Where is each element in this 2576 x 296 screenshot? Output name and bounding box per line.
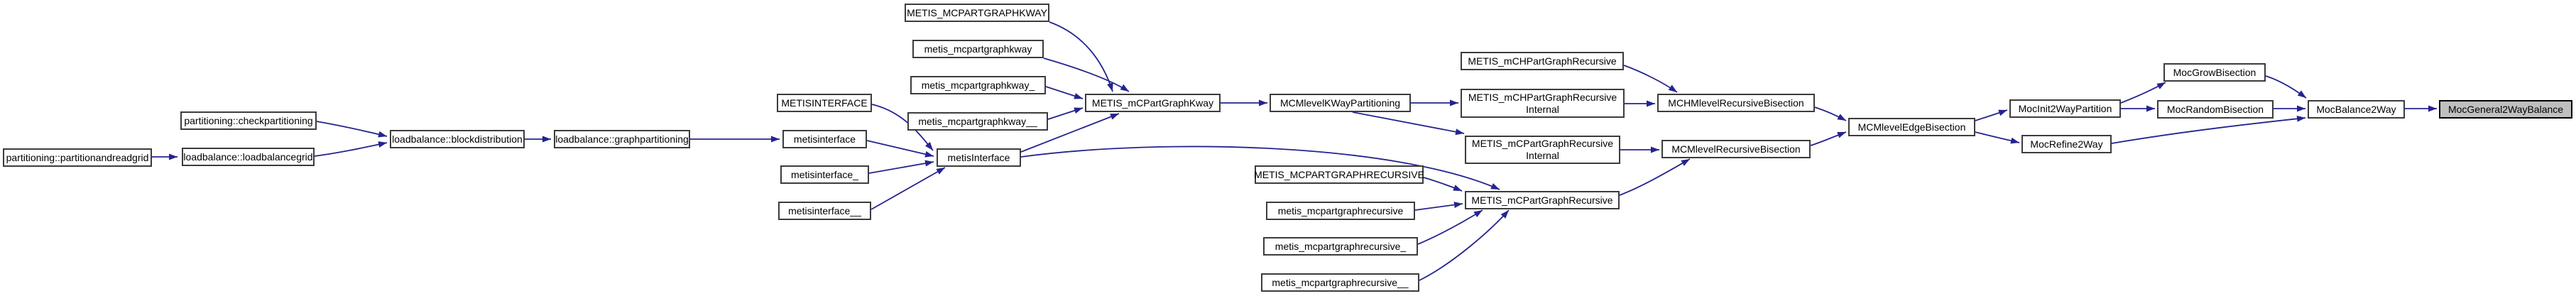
node-checkpartitioning[interactable]: partitioning::checkpartitioning: [180, 111, 317, 130]
edge-metisinterface-u1-to-metisinterface-camel: [868, 160, 934, 174]
node-metis-mcpartgraphrecursive-caps[interactable]: METIS_MCPARTGRAPHRECURSIVE: [1254, 165, 1424, 184]
node-metis-mcpartgraphkway-caps[interactable]: METIS_MCPARTGRAPHKWAY: [905, 4, 1049, 22]
node-graphpartitioning[interactable]: loadbalance::graphpartitioning: [554, 130, 690, 148]
node-mocinit2waypartition[interactable]: MocInit2WayPartition: [2009, 99, 2121, 118]
edge-loadbalancegrid-to-blockdistribution: [314, 141, 388, 157]
edge-metis-mcpartgraphkway-u2-to-metis-mcpartgraphkway-fn: [1047, 107, 1084, 120]
node-metis-mcpartgraphkway-fn[interactable]: METIS_mCPartGraphKway: [1085, 94, 1221, 112]
node-metisinterface-camel[interactable]: metisInterface: [937, 148, 1021, 167]
node-mocbalance2way[interactable]: MocBalance2Way: [2308, 100, 2405, 119]
node-mcmlevelkwaypartitioning[interactable]: MCMlevelKWayPartitioning: [1270, 94, 1411, 112]
node-loadbalancegrid[interactable]: loadbalance::loadbalancegrid: [182, 148, 315, 166]
edge-mocinit2waypartition-to-mocgrowbisection: [2120, 82, 2166, 104]
node-metis-mcpartgraphrecursive-u1[interactable]: metis_mcpartgraphrecursive_: [1263, 237, 1418, 256]
edge-metis-mcpartgraphrecursive-fn-to-mcmlevelrecursivebisection: [1619, 158, 1691, 196]
node-metis-mchpartgraphrecursive-internal[interactable]: METIS_mCHPartGraphRecursive Internal: [1461, 89, 1625, 118]
edge-metis-mcpartgraphkway-u1-to-metis-mcpartgraphkway-fn: [1045, 86, 1084, 99]
node-metis-mcpartgraphrecursive-u2[interactable]: metis_mcpartgraphrecursive__: [1261, 273, 1419, 292]
edge-mcmleveledgebisection-to-mocrefine2way: [1975, 131, 2020, 144]
edge-metis-mcpartgraphrecursive-u1-to-metis-mcpartgraphrecursive-fn: [1417, 209, 1483, 245]
node-mocrefine2way[interactable]: MocRefine2Way: [2021, 135, 2112, 153]
node-metis-mcpartgraphrecursive-internal[interactable]: METIS_mCPartGraphRecursive Internal: [1465, 136, 1620, 164]
edge-metis-mcpartgraphrecursive-caps-to-metis-mcpartgraphrecursive-fn: [1423, 177, 1463, 192]
node-mcmleveledgebisection[interactable]: MCMlevelEdgeBisection: [1848, 118, 1975, 136]
node-metis-mcpartgraphrecursive[interactable]: metis_mcpartgraphrecursive: [1266, 202, 1415, 220]
node-blockdistribution[interactable]: loadbalance::blockdistribution: [390, 130, 525, 148]
edge-metisinterface-u2-to-metisinterface-camel: [871, 167, 946, 210]
edge-metisinterface-camel-to-metis-mcpartgraphrecursive-fn: [1020, 146, 1500, 190]
edge-metis-mchpartgraphrecursive-to-mchmlevelrecursivebisection: [1623, 65, 1678, 93]
edge-metis-mcpartgraphrecursive-to-metis-mcpartgraphrecursive-fn: [1414, 202, 1463, 211]
node-metis-mcpartgraphkway-u1[interactable]: metis_mcpartgraphkway_: [910, 76, 1046, 94]
edge-mcmleveledgebisection-to-mocinit2waypartition: [1975, 109, 2008, 121]
node-metisinterface-caps[interactable]: METISINTERFACE: [777, 94, 872, 112]
node-mocrandombisection[interactable]: MocRandomBisection: [2157, 100, 2274, 119]
edge-mocgrowbisection-to-mocbalance2way: [2265, 75, 2307, 99]
edge-metis-mcpartgraphrecursive-u2-to-metis-mcpartgraphrecursive-fn: [1419, 209, 1510, 281]
edge-mchmlevelrecursivebisection-to-mcmleveledgebisection: [1814, 106, 1847, 121]
node-partitionandreadgrid[interactable]: partitioning::partitionandreadgrid: [3, 148, 152, 167]
edge-mocrefine2way-to-mocbalance2way: [2111, 115, 2306, 144]
node-metisinterface-lower[interactable]: metisinterface: [782, 130, 867, 148]
edge-mcmlevelrecursivebisection-to-mcmleveledgebisection: [1810, 131, 1847, 146]
edge-metisinterface-lower-to-metisinterface-camel: [866, 140, 934, 158]
edge-metis-mcpartgraphkway-caps-to-metis-mcpartgraphkway-fn: [1049, 21, 1113, 92]
edge-metisinterface-camel-to-metis-mcpartgraphkway-fn: [1020, 113, 1120, 153]
edge-group: [152, 21, 2437, 281]
node-mocgrowbisection[interactable]: MocGrowBisection: [2163, 63, 2266, 82]
node-mocgeneral2waybalance: MocGeneral2WayBalance: [2439, 100, 2572, 119]
node-metisinterface-u1[interactable]: metisinterface_: [780, 165, 869, 184]
node-metis-mcpartgraphkway[interactable]: metis_mcpartgraphkway: [912, 40, 1044, 58]
edge-checkpartitioning-to-blockdistribution: [316, 121, 388, 138]
node-metis-mchpartgraphrecursive[interactable]: METIS_mCHPartGraphRecursive: [1461, 52, 1624, 70]
node-metisinterface-u2[interactable]: metisinterface__: [778, 202, 871, 220]
node-mchmlevelrecursivebisection[interactable]: MCHMlevelRecursiveBisection: [1657, 94, 1815, 112]
node-metis-mcpartgraphkway-u2[interactable]: metis_mcpartgraphkway__: [907, 112, 1048, 131]
edge-metis-mcpartgraphkway-to-metis-mcpartgraphkway-fn: [1043, 57, 1130, 92]
edge-mcmlevelkwaypartitioning-to-metis-mcpartgraphrecursive-internal: [1352, 111, 1465, 136]
node-metis-mcpartgraphrecursive-fn[interactable]: METIS_mCPartGraphRecursive: [1465, 191, 1620, 209]
node-mcmlevelrecursivebisection[interactable]: MCMlevelRecursiveBisection: [1661, 140, 1811, 158]
